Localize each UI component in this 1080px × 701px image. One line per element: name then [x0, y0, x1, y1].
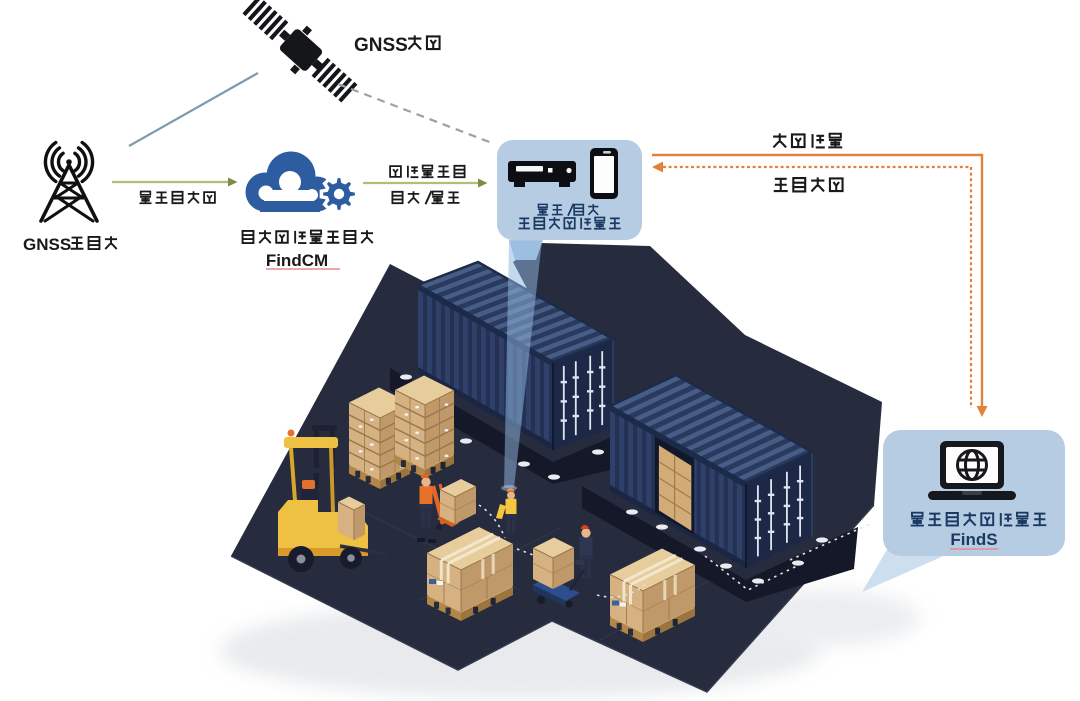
svg-text:GNSS: GNSS	[23, 235, 71, 254]
svg-text:FindCM: FindCM	[266, 251, 328, 270]
svg-text:FindS: FindS	[950, 530, 997, 549]
svg-text:GNSS: GNSS	[354, 35, 408, 56]
